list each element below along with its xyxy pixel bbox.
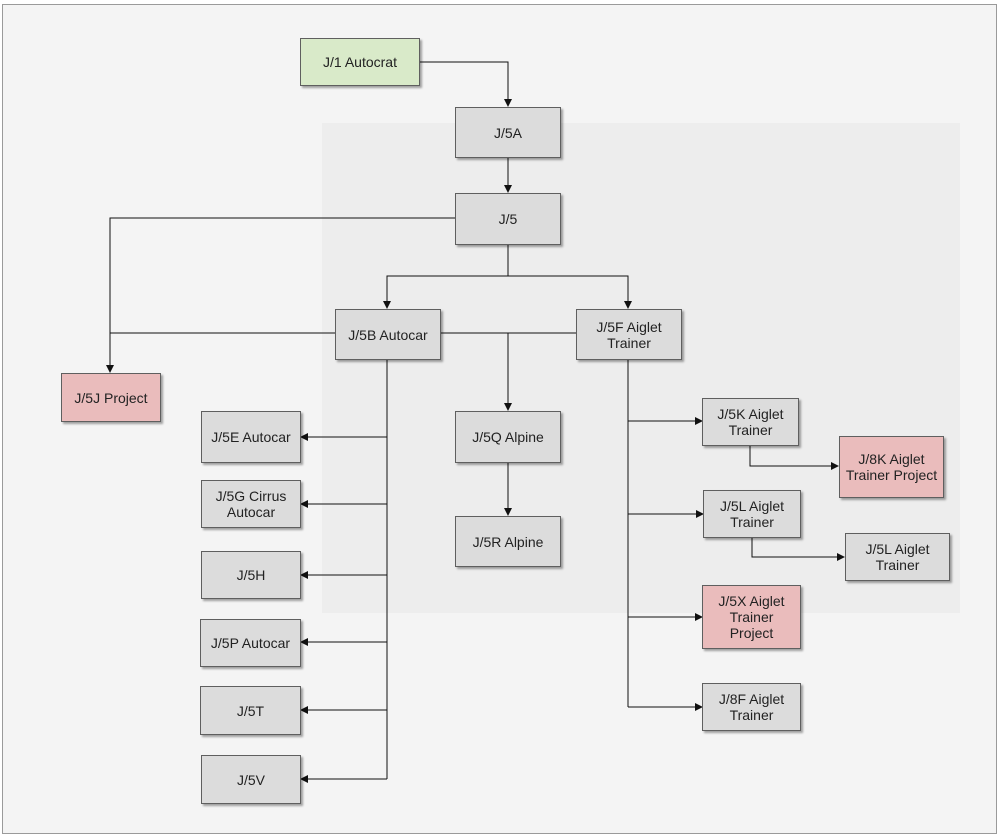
- node-j5v: J/5V: [201, 755, 301, 804]
- node-j5g-cirrus-autocar: J/5G Cirrus Autocar: [201, 480, 301, 528]
- node-j5k-aiglet-trainer: J/5K Aiglet Trainer: [702, 398, 799, 446]
- node-j8f-aiglet-trainer: J/8F Aiglet Trainer: [702, 683, 801, 731]
- link-j5k-j8k: [749, 446, 839, 470]
- node-j5f-aiglet-trainer: J/5F Aiglet Trainer: [576, 309, 682, 360]
- node-j5l-aiglet-trainer-2: J/5L Aiglet Trainer: [845, 533, 950, 581]
- node-j5q-alpine: J/5Q Alpine: [455, 411, 561, 463]
- node-j5x-aiglet-trainer-project: J/5X Aiglet Trainer Project: [702, 585, 801, 649]
- node-j5r-alpine: J/5R Alpine: [455, 516, 561, 567]
- background-panel: [322, 123, 960, 613]
- link-j1-j5a: [420, 61, 512, 107]
- node-j5t: J/5T: [200, 686, 301, 735]
- node-j5a: J/5A: [455, 107, 561, 158]
- node-j1-autocrat: J/1 Autocrat: [300, 38, 420, 86]
- node-j5b-autocar: J/5B Autocar: [335, 309, 441, 360]
- link-j5-j5b: [383, 275, 508, 309]
- node-j5: J/5: [455, 193, 561, 245]
- node-j5e-autocar: J/5E Autocar: [201, 411, 301, 463]
- node-j5j-project: J/5J Project: [61, 373, 161, 422]
- node-j8k-aiglet-trainer-project: J/8K Aiglet Trainer Project: [839, 436, 944, 498]
- link-j5-j5f: [508, 275, 632, 309]
- link-j5l-j5l2: [751, 538, 845, 561]
- link-j5-j5j: [106, 217, 455, 373]
- node-j5p-autocar: J/5P Autocar: [200, 619, 301, 667]
- node-j5l-aiglet-trainer: J/5L Aiglet Trainer: [703, 490, 801, 538]
- node-j5h: J/5H: [201, 551, 301, 599]
